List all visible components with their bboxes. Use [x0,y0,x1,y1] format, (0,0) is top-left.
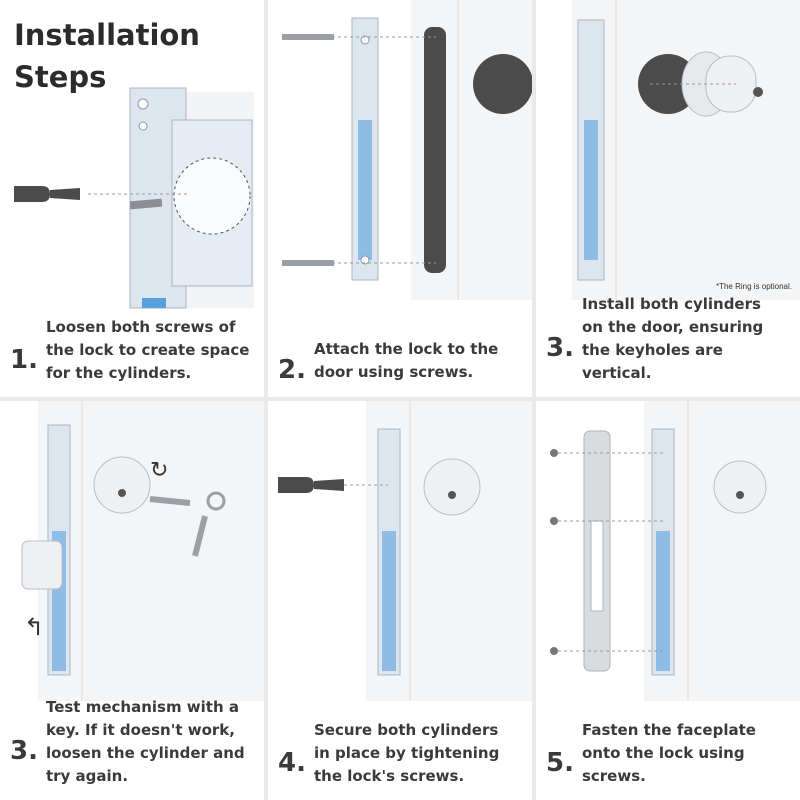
step-2-illustration [282,0,532,300]
step-3-number: 3. [546,333,574,363]
step-2-number: 2. [278,355,306,385]
step-4-number: 4. [278,747,306,778]
step-1-number: 1. [10,344,38,375]
panel-step-5: 5. Fasten the faceplate onto the lock us… [536,401,800,800]
ring-optional-note: *The Ring is optional. [715,282,792,291]
step-5-number: 5. [546,747,574,778]
panel-step-2: 2. Attach the lock to the door using scr… [268,0,532,397]
step-2-text: Attach the lock to the door using screws… [313,340,499,381]
step-1-caption: 1. Loosen both screws of the lock to cre… [10,316,256,385]
step-3-text: Install both cylinders on the door, ensu… [581,295,764,382]
panel-step-3: *The Ring is optional. 3. Install both c… [536,0,800,397]
step-3b-text: Test mechanism with a key. If it doesn't… [45,698,245,785]
svg-text:↻: ↻ [150,458,168,483]
step-4-text: Secure both cylinders in place by tighte… [313,721,500,785]
step-5-illustration [550,401,800,701]
svg-text:↰: ↰ [24,613,44,641]
step-4-illustration [278,401,532,701]
step-1-illustration [14,87,254,309]
step-3b-number: 3. [10,736,38,766]
step-3b-illustration: ↻ ↰ [21,401,264,701]
page-title: Installation Steps [14,18,200,94]
step-5-caption: 5. Fasten the faceplate onto the lock us… [546,719,792,788]
step-3-illustration [572,0,800,300]
step-1-text: Loosen both screws of the lock to create… [45,318,250,382]
panel-step-3b: ↻ ↰ 3. Test mechanism with a key. If it … [0,401,264,800]
panel-step-1: Installation Steps 1. Loosen both screws… [0,0,264,397]
step-4-caption: 4. Secure both cylinders in place by tig… [278,719,524,788]
step-5-text: Fasten the faceplate onto the lock using… [581,721,756,785]
panel-step-4: 4. Secure both cylinders in place by tig… [268,401,532,800]
step-3-caption: 3. Install both cylinders on the door, e… [546,293,792,385]
step-3b-caption: 3. Test mechanism with a key. If it does… [10,696,256,788]
step-2-caption: 2. Attach the lock to the door using scr… [278,337,524,385]
